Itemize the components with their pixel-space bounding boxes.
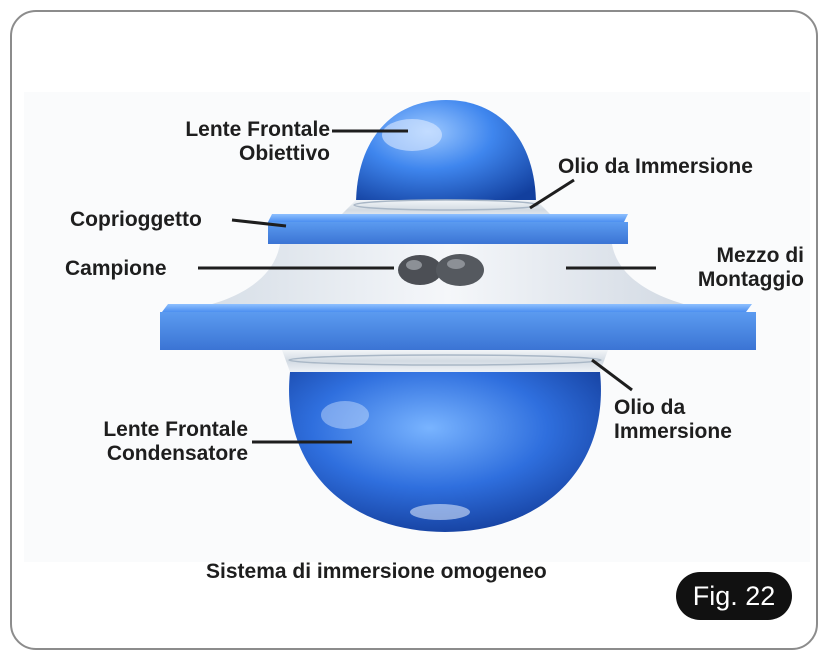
label-mounting-medium-line1: Mezzo di (716, 244, 805, 267)
label-coverslip: Coprioggetto (70, 208, 202, 231)
label-immersion-oil-top: Olio da Immersione (558, 155, 753, 178)
coverslip-top (268, 214, 628, 222)
coverslip (268, 222, 628, 244)
label-immersion-oil-bottom-line1: Olio da (614, 396, 686, 419)
slide-top (162, 304, 752, 312)
immersion-oil-bottom (282, 350, 608, 372)
oil-top-ring (353, 199, 539, 211)
leader-oil-top (529, 178, 575, 210)
label-condenser-lens: Lente Frontale Condensatore (24, 418, 248, 466)
slide (160, 312, 756, 350)
immersion-diagram (160, 100, 756, 532)
label-condenser-lens-line2: Condensatore (106, 442, 248, 465)
condenser-lens-reflection (410, 504, 470, 520)
label-condenser-lens-line1: Lente Frontale (103, 418, 248, 441)
label-mounting-medium: Mezzo di Montaggio (640, 244, 804, 292)
oil-bottom-ring (288, 354, 602, 366)
condenser-lens (289, 372, 601, 532)
leader-oil-bottom (591, 358, 633, 392)
label-mounting-medium-line2: Montaggio (697, 268, 804, 291)
label-sample: Campione (65, 257, 167, 280)
figure-number-badge: Fig. 22 (676, 572, 792, 620)
objective-lens-highlight (382, 119, 442, 151)
label-objective-lens-line1: Lente Frontale (185, 118, 330, 141)
label-immersion-oil-bottom-line2: Immersione (614, 420, 732, 443)
label-objective-lens: Lente Frontale Obiettivo (104, 118, 330, 166)
label-objective-lens-line2: Obiettivo (238, 142, 330, 165)
sample (398, 254, 484, 286)
figure-caption: Sistema di immersione omogeneo (206, 560, 547, 583)
condenser-lens-highlight (321, 401, 369, 429)
leader-coverslip (231, 218, 287, 228)
label-immersion-oil-bottom: Olio da Immersione (614, 396, 732, 444)
